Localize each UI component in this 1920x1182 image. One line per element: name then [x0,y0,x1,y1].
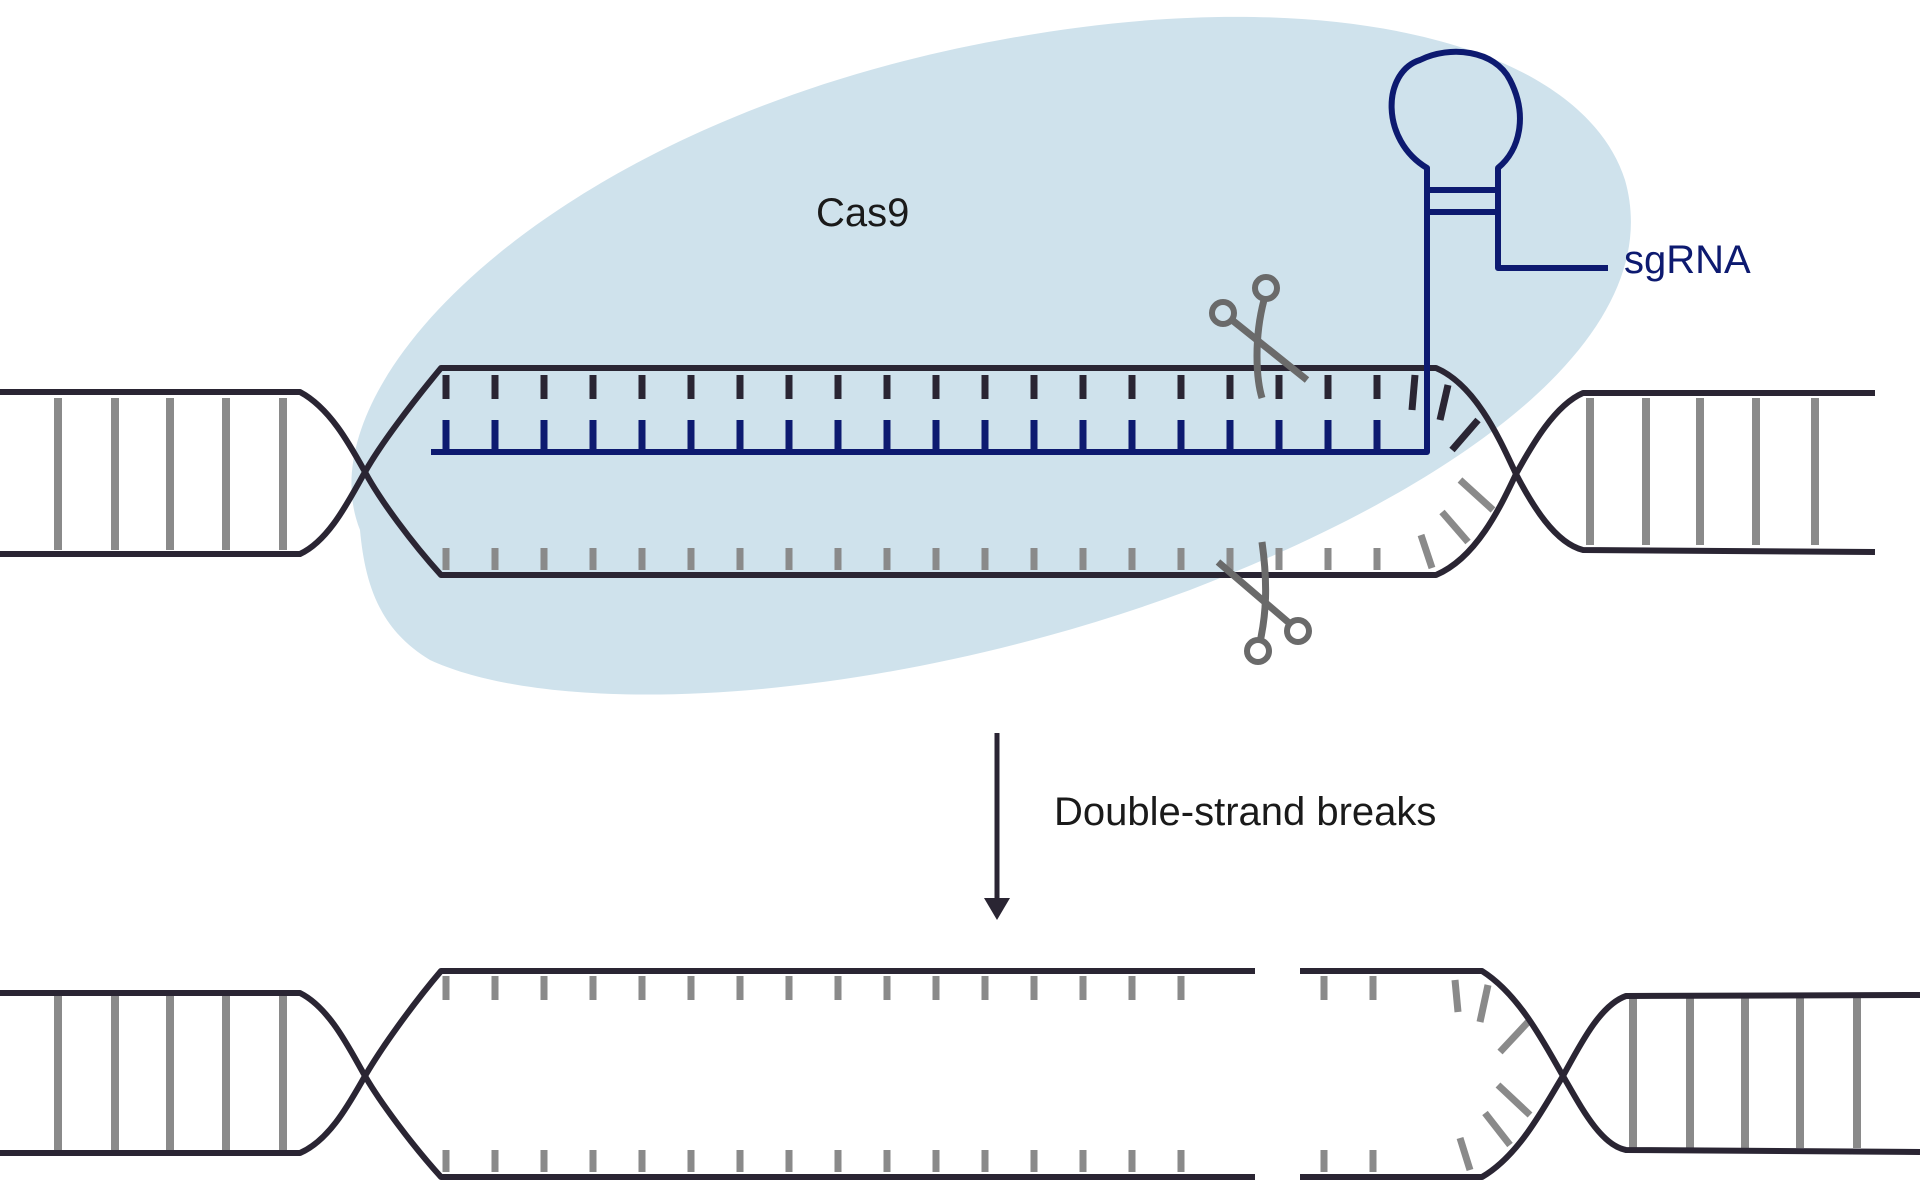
scissors-icon [1209,274,1310,400]
base [1476,984,1492,1023]
sgrna-scaffold [1388,48,1608,271]
cut-dna [0,968,1920,1180]
base [1439,509,1471,545]
dna-base-pairs-left [54,398,287,550]
sgrna-guide-strand [431,175,1430,455]
scissors-blade [1215,559,1291,625]
scissors-handle [1244,637,1272,665]
cas9-label: Cas9 [816,191,910,235]
base [1417,533,1436,570]
dna-backbone-strands-cut [0,968,1920,1180]
lower-strand [0,469,1876,578]
dna-base-pairs-right [1586,398,1819,545]
upper-strand-left [0,968,1255,1079]
scissors-icon [1215,541,1312,665]
base [1408,374,1419,411]
base [1482,1110,1513,1148]
sgrna-molecule [431,48,1608,455]
lower-strand-left [0,1073,1255,1180]
scissors-blade [1229,317,1310,383]
lower-strand-bases [442,477,1496,570]
upper-strand-right [1300,968,1920,1079]
arrow-head [984,898,1010,920]
base [1451,979,1462,1013]
sgrna-label: sgRNA [1624,238,1751,282]
upper-strand-bases [442,374,1481,453]
dna-backbone-strands [0,365,1876,578]
scissors-blade [1253,299,1268,400]
cas9-protein-shape [351,16,1631,695]
target-dna-bound [0,365,1876,578]
base [1495,1082,1533,1118]
strand-bases [442,976,1533,1172]
base [1456,1136,1474,1172]
double-strand-breaks-label: Double-strand breaks [1054,790,1437,834]
base [1497,1019,1531,1055]
base [1436,384,1452,421]
scissors-blade [1256,541,1270,643]
sgrna-bases [442,420,1381,450]
arrow-down-icon [984,733,1010,920]
scissors-handle [1252,274,1280,302]
lower-strand-right [1300,1073,1920,1180]
base [1457,477,1496,513]
upper-strand [0,365,1875,477]
base [1449,417,1481,453]
dna-base-pairs-left [54,995,287,1150]
dna-base-pairs-right [1629,998,1861,1148]
scissors-handle [1284,617,1312,645]
scissors-handle [1209,299,1237,327]
